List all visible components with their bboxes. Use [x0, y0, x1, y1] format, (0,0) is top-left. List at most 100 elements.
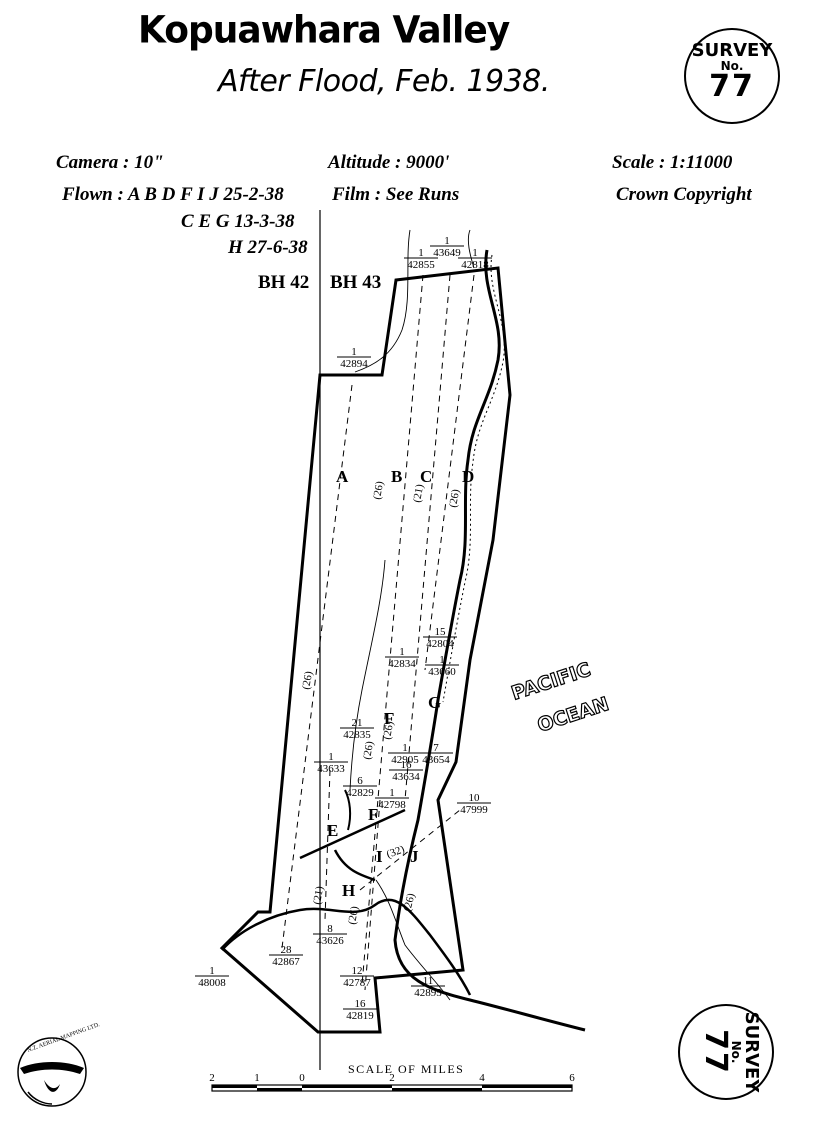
run-label-i: I [376, 847, 383, 866]
photo-label-run-number: 11 [423, 975, 434, 987]
survey-badge-top: SURVEY No. 77 [684, 28, 780, 124]
photo-label-run-number: 1 [351, 346, 357, 358]
photo-label-run-number: 1 [209, 965, 215, 977]
run-label-h: H [342, 881, 355, 900]
photo-label-photo-number: 43660 [428, 666, 456, 678]
sheet-label-left: BH 42 [258, 272, 310, 293]
film-number: (26) [371, 480, 386, 500]
run-label-a: A [336, 467, 349, 486]
photo-label-photo-number: 42798 [378, 799, 406, 811]
copyright-info: Crown Copyright [616, 184, 752, 205]
photo-label-photo-number: 42855 [407, 259, 435, 271]
photo-label-photo-number: 43633 [317, 763, 345, 775]
ocean-label-line1: PACIFIC [509, 659, 594, 705]
ocean-label-line2: OCEAN [535, 693, 612, 737]
photo-label-run-number: 10 [469, 792, 481, 804]
scale-tick: 0 [299, 1072, 305, 1084]
photo-label-photo-number: 48008 [198, 977, 226, 989]
run-label-f-upper: F [384, 709, 394, 728]
survey-badge-word: SURVEY [691, 40, 773, 61]
photo-label-photo-number: 43634 [392, 771, 420, 783]
photo-label-run-number: 1 [399, 646, 405, 658]
photo-label-run-number: 1 [418, 247, 424, 259]
photo-label-photo-number: 42818 [461, 259, 489, 271]
photo-label-photo-number: 42894 [340, 358, 368, 370]
photo-label-photo-number: 42895 [414, 987, 442, 999]
photo-label-photo-number: 42867 [272, 956, 300, 968]
film-number: (26) [447, 488, 462, 508]
film-number: (26) [346, 905, 361, 925]
photo-label-run-number: 6 [357, 775, 363, 787]
survey-badge-word: SURVEY [741, 1011, 762, 1093]
run-label-g: G [428, 693, 441, 712]
film-number: (26) [401, 892, 417, 913]
photo-label-photo-number: 42835 [343, 729, 371, 741]
run-label-j: J [410, 847, 419, 866]
scale-bar: SCALE OF MILES 2 1 0 2 4 6 [209, 1062, 575, 1092]
film-number: (26) [361, 740, 376, 760]
film-number: (21) [411, 483, 426, 503]
photo-label-run-number: 1 [402, 742, 408, 754]
film-number: (21) [311, 885, 326, 905]
photo-label-photo-number: 47999 [460, 804, 488, 816]
photo-label-run-number: 16 [401, 759, 413, 771]
photo-label-run-number: 28 [281, 944, 293, 956]
photo-label-photo-number: 42804 [426, 638, 454, 650]
photo-label-run-number: 16 [355, 998, 367, 1010]
photo-label-run-number: 1 [389, 787, 395, 799]
sheet-label-right: BH 43 [330, 272, 382, 293]
photo-label-photo-number: 43654 [422, 754, 450, 766]
photo-label-run-number: 15 [435, 626, 447, 638]
sub-boundary [299, 808, 406, 860]
run-label-c: C [420, 467, 432, 486]
photo-label-run-number: 8 [327, 923, 333, 935]
film-info: Film : See Runs [332, 184, 460, 205]
camera-info: Camera : 10" [56, 152, 164, 173]
photo-label-run-number: 1 [439, 654, 445, 666]
flown-info-1: Flown : A B D F I J 25-2-38 [62, 184, 284, 205]
photo-label-photo-number: 43649 [433, 247, 461, 259]
photo-label-run-number: 1 [444, 235, 450, 247]
photo-label-run-number: 7 [433, 742, 439, 754]
survey-badge-bottom: SURVEY No. 77 [678, 1004, 774, 1100]
page-title: Kopuawhara Valley [138, 8, 510, 53]
rivers [349, 229, 475, 1001]
photo-label-photo-number: 42819 [346, 1010, 374, 1022]
scale-tick: 6 [569, 1072, 575, 1084]
altitude-info: Altitude : 9000' [328, 152, 450, 173]
page-subtitle: After Flood, Feb. 1938. [218, 64, 550, 99]
film-number: (32) [385, 843, 407, 861]
scale-tick: 1 [254, 1072, 260, 1084]
photo-label-run-number: 1 [472, 247, 478, 259]
run-label-b: B [391, 467, 402, 486]
flight-lines [281, 274, 475, 991]
run-film-numbers: (26) (21) (26) (26) (26) (21) (26) (26) … [300, 480, 462, 925]
photo-label-run-number: 21 [352, 717, 363, 729]
flown-info-2: C E G 13-3-38 [181, 211, 295, 232]
coastline [221, 249, 586, 1032]
film-number: (26) [381, 720, 396, 740]
scale-bar-title: SCALE OF MILES [348, 1062, 464, 1076]
film-number: (26) [300, 670, 315, 690]
photo-label-photo-number: 43626 [316, 935, 344, 947]
photo-label-photo-number: 42829 [346, 787, 374, 799]
survey-badge-number: 77 [709, 69, 755, 104]
